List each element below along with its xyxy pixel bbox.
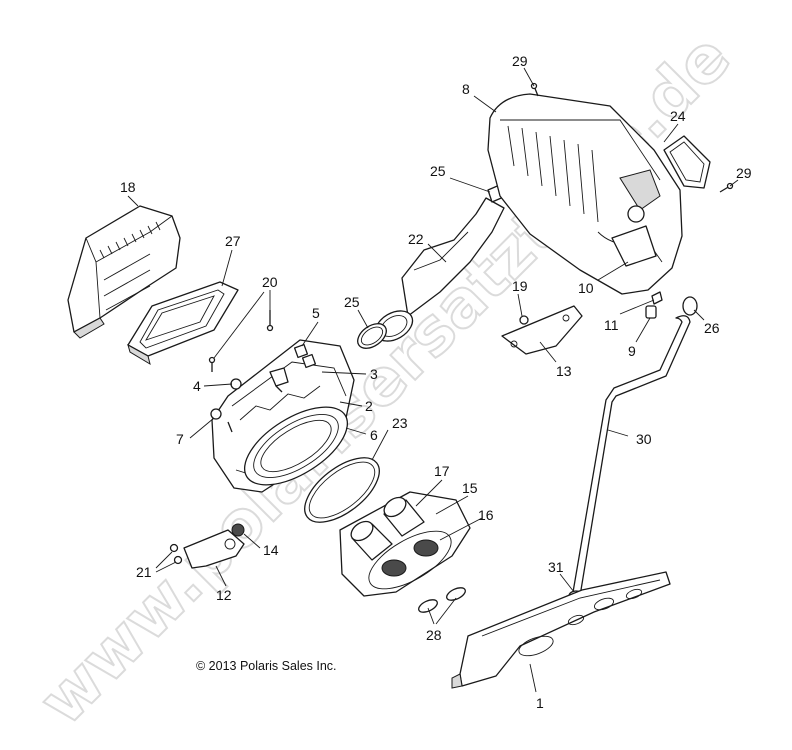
part-6-outlet-seal (243, 406, 349, 486)
copyright-notice: © 2013 Polaris Sales Inc. (196, 659, 337, 673)
callout-12: 12 (216, 587, 232, 603)
part-1-mounting-tray (451, 571, 671, 689)
callout-30: 30 (636, 431, 652, 447)
callout-20: 20 (262, 274, 278, 290)
callout-22: 22 (408, 231, 424, 247)
small-fittings (210, 343, 317, 433)
part-24-gasket (663, 135, 711, 189)
callout-16: 16 (478, 507, 494, 523)
part-19-bolt (519, 315, 529, 325)
callout-1: 1 (536, 695, 544, 711)
part-12-14-21-bracket (169, 523, 245, 569)
part-5-clip (293, 343, 309, 359)
callout-17: 17 (434, 463, 450, 479)
callout-27: 27 (225, 233, 241, 249)
part-15-17-intake-tubes (350, 496, 425, 561)
callout-29-top: 29 (512, 53, 528, 69)
callout-13: 13 (556, 363, 572, 379)
callout-7: 7 (176, 431, 184, 447)
callout-10: 10 (578, 280, 594, 296)
callout-29-right: 29 (736, 165, 752, 181)
part-13-support-bracket (501, 305, 583, 355)
part-21-bolt-b (173, 555, 183, 565)
part-3-screw (269, 367, 289, 387)
callout-25-bottom: 25 (344, 294, 360, 310)
part-14-grommet (231, 523, 245, 537)
part-18-airbox-cover (67, 205, 181, 339)
part-7-fastener (210, 408, 222, 420)
callout-9: 9 (628, 343, 636, 359)
part-28-hose-clamps (418, 587, 466, 613)
callout-14: 14 (263, 542, 279, 558)
part-2-airbox-body (211, 339, 355, 493)
callout-4: 4 (193, 378, 201, 394)
callout-31: 31 (548, 559, 564, 575)
part-4-grommet (230, 378, 242, 390)
part-23-clamp-ring (304, 457, 380, 523)
callout-19: 19 (512, 278, 528, 294)
part-11-clip (651, 291, 663, 305)
part-26-plug (682, 296, 698, 316)
callout-26: 26 (704, 320, 720, 336)
part-20-screws (208, 310, 274, 372)
part-16-intake-plate (339, 491, 471, 597)
callout-11: 11 (604, 317, 619, 333)
part-8-silencer-housing (487, 93, 683, 295)
callout-6: 6 (370, 427, 378, 443)
part-9-valve (645, 305, 657, 319)
callout-24: 24 (670, 108, 686, 124)
callout-18: 18 (120, 179, 136, 195)
callout-25-top: 25 (430, 163, 446, 179)
callout-15: 15 (462, 480, 478, 496)
callout-labels: 18 27 20 5 3 4 2 6 7 23 17 15 16 14 21 1… (120, 53, 752, 711)
parts-9-11-26-fittings (645, 291, 698, 319)
callout-21: 21 (136, 564, 152, 580)
part-27-air-filter (127, 281, 239, 366)
leader-lines (127, 67, 739, 693)
callout-23: 23 (392, 415, 408, 431)
callout-8: 8 (462, 81, 470, 97)
callout-5: 5 (312, 305, 320, 321)
callout-3: 3 (370, 366, 378, 382)
part-21-bolt-a (169, 543, 179, 553)
part-22-intake-duct (374, 197, 505, 342)
callout-28: 28 (426, 627, 442, 643)
callout-2: 2 (365, 398, 373, 414)
